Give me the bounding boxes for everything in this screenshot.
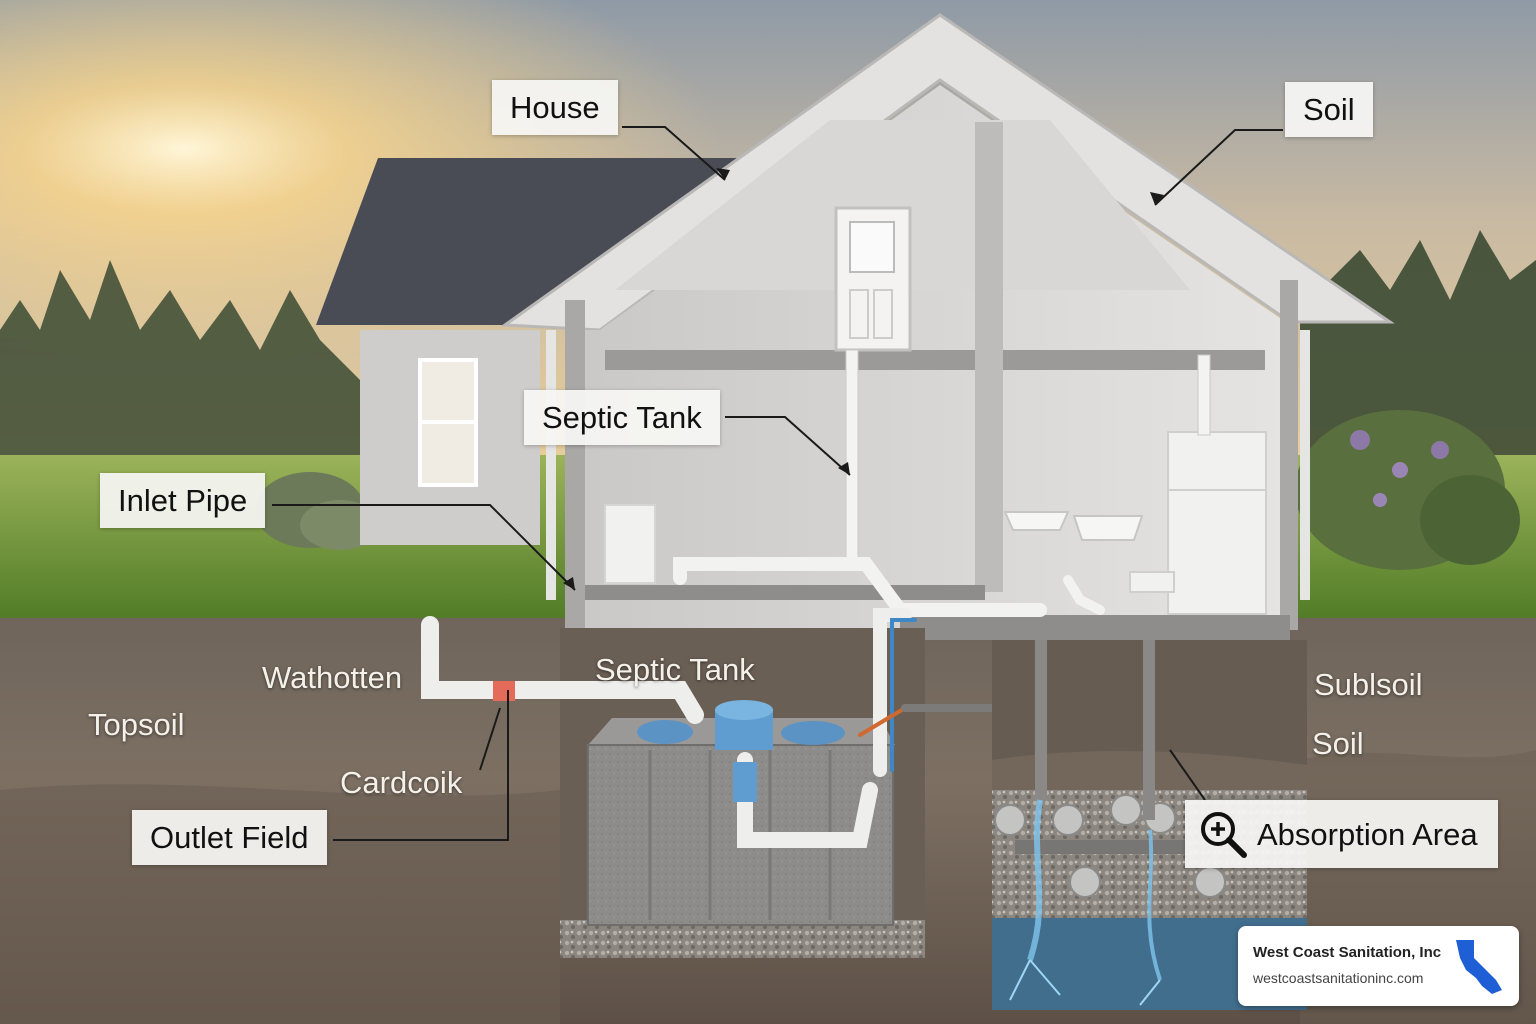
absorption-area-text: Absorption Area [1257,819,1478,850]
label-house: House [492,80,618,135]
text-septic-tank-lower: Septic Tank [595,652,755,688]
text-sublsoil: Sublsoil [1314,667,1423,703]
text-wathotten: Wathotten [262,660,402,696]
label-septic-tank-upper: Septic Tank [524,390,720,445]
label-outlet-field: Outlet Field [132,810,327,865]
text-cardcoik: Cardcoik [340,765,462,801]
label-absorption-area: Absorption Area [1185,800,1498,868]
septic-tank-body [588,700,895,925]
magnifier-plus-icon [1197,808,1249,860]
brand-url[interactable]: westcoastsanitationinc.com [1253,970,1423,986]
brand-card[interactable]: West Coast Sanitation, Inc westcoastsani… [1238,926,1519,1006]
text-soil-lower: Soil [1312,726,1364,762]
brand-name: West Coast Sanitation, Inc [1253,944,1441,961]
california-map-icon [1452,936,1508,998]
label-inlet-pipe: Inlet Pipe [100,473,265,528]
text-topsoil: Topsoil [88,707,185,743]
label-soil-top: Soil [1285,82,1373,137]
